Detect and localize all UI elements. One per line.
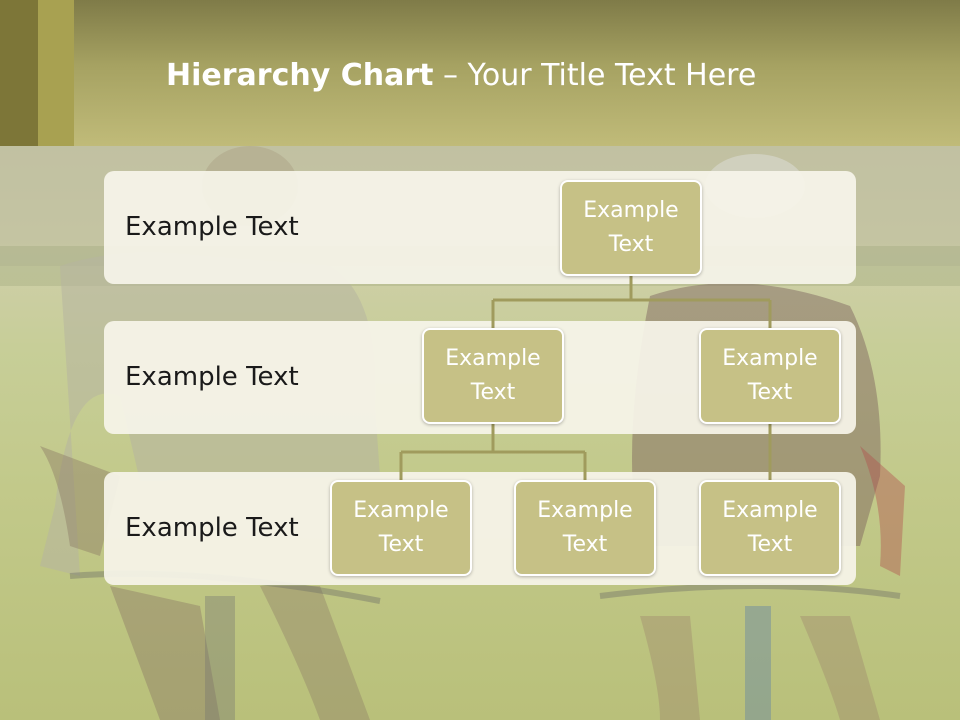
header-bar: Hierarchy Chart – Your Title Text Here (0, 0, 960, 146)
band-label-2: Example Text (125, 362, 299, 392)
title-bold-part: Hierarchy Chart (166, 58, 434, 93)
connector-left-to-level3 (399, 424, 587, 482)
band-label-3: Example Text (125, 513, 299, 543)
level-band-1 (104, 171, 856, 284)
slide-title: Hierarchy Chart – Your Title Text Here (166, 54, 756, 98)
node-level3-b[interactable]: Example Text (514, 480, 656, 576)
header-accent-stripe (0, 0, 38, 146)
connector-root-to-level2 (491, 275, 772, 330)
header-accent-stripe-light (38, 0, 74, 146)
node-level2-left[interactable]: Example Text (422, 328, 564, 424)
band-label-1: Example Text (125, 212, 299, 242)
title-dash: – (433, 58, 468, 93)
node-level2-right[interactable]: Example Text (699, 328, 841, 424)
node-root[interactable]: Example Text (560, 180, 702, 276)
node-level3-c[interactable]: Example Text (699, 480, 841, 576)
node-level3-a[interactable]: Example Text (330, 480, 472, 576)
title-rest: Your Title Text Here (467, 58, 757, 93)
